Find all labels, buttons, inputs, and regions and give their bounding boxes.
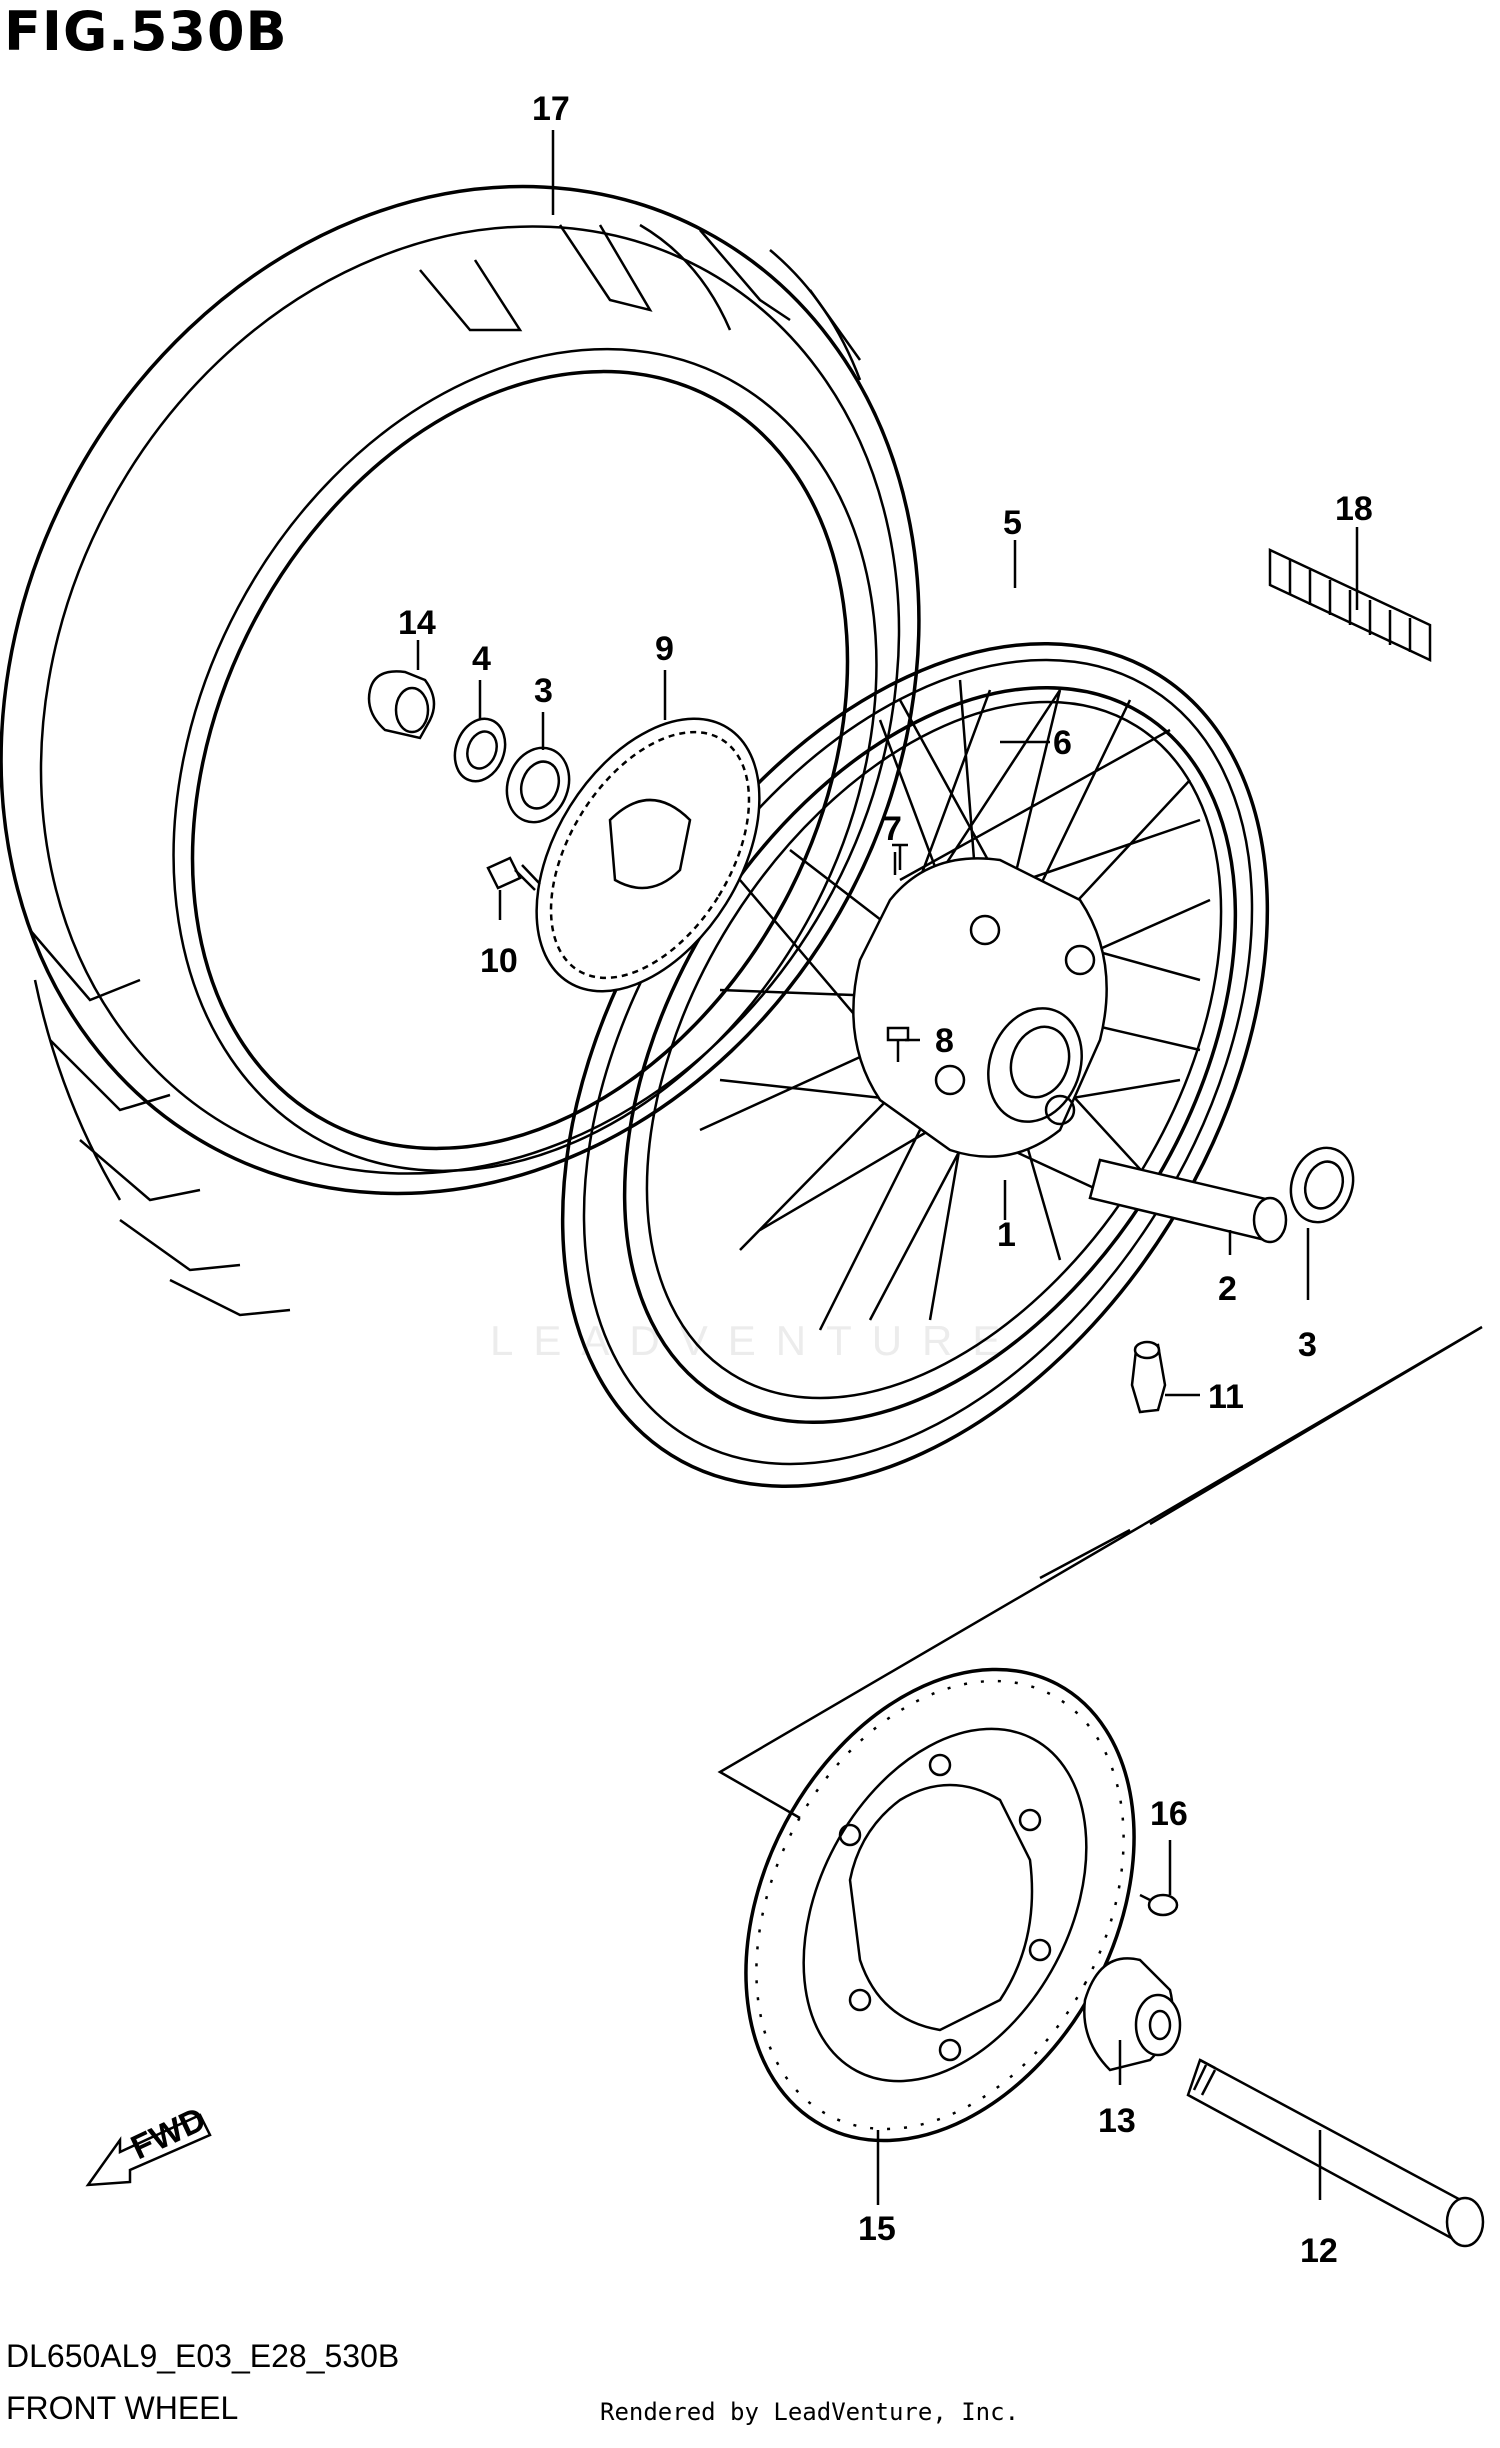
- callout-13: 13: [1098, 2102, 1136, 2140]
- callout-1: 1: [997, 1216, 1016, 1254]
- callout-9: 9: [655, 630, 674, 668]
- callout-7: 7: [883, 810, 902, 848]
- watermark-text: LEADVENTURE: [490, 1317, 1020, 1364]
- callout-15: 15: [858, 2210, 896, 2248]
- oil-seal-4[interactable]: [447, 712, 514, 789]
- abs-sensor-ring-9[interactable]: [490, 679, 805, 1031]
- tire[interactable]: [0, 24, 1093, 1355]
- diagram-name: FRONT WHEEL: [6, 2390, 239, 2426]
- tire-valve-11[interactable]: [1130, 1340, 1167, 1414]
- assembly-bracket: [717, 1325, 1483, 1820]
- bearing-3-right[interactable]: [1281, 1139, 1363, 1231]
- callout-12: 12: [1300, 2232, 1338, 2270]
- callout-16: 16: [1150, 1795, 1188, 1833]
- callout-3: 3: [534, 672, 553, 710]
- bolt-7[interactable]: [892, 843, 908, 870]
- disc-bolt-16[interactable]: [1139, 1893, 1179, 1917]
- callout-4: 4: [472, 640, 491, 678]
- rendered-by-credit: Rendered by LeadVenture, Inc.: [600, 2398, 1020, 2426]
- collar-13[interactable]: [1083, 1957, 1182, 2072]
- callout-6: 6: [1053, 724, 1072, 762]
- callout-2: 2: [1218, 1270, 1237, 1308]
- callout-14: 14: [398, 604, 436, 642]
- callout-10: 10: [480, 942, 518, 980]
- diagram-code: DL650AL9_E03_E28_530B: [6, 2338, 400, 2374]
- wheel-hub[interactable]: [852, 857, 1108, 1158]
- leader-lines: [416, 130, 1359, 2205]
- callouts: 17 18 5 14 4 3 9 6 7 10 8 1 2 3 11 16 13…: [398, 90, 1373, 2270]
- balance-weight-18[interactable]: [1268, 548, 1432, 662]
- callout-5: 5: [1003, 504, 1022, 542]
- bolt-10[interactable]: [486, 856, 541, 891]
- callout-18: 18: [1335, 490, 1373, 528]
- fwd-arrow: FWD: [85, 2100, 212, 2187]
- spacer-14[interactable]: [367, 670, 436, 740]
- callout-8: 8: [935, 1022, 954, 1060]
- axle-spacer-2[interactable]: [1088, 1158, 1288, 1244]
- fwd-label: FWD: [125, 2100, 211, 2167]
- front-axle-12[interactable]: [1186, 2058, 1485, 2248]
- figure-title: FIG.530B: [4, 0, 288, 63]
- bearing-3-left[interactable]: [497, 739, 579, 831]
- callout-17: 17: [532, 90, 570, 128]
- callout-3-right: 3: [1298, 1326, 1317, 1364]
- callout-11: 11: [1208, 1378, 1244, 1416]
